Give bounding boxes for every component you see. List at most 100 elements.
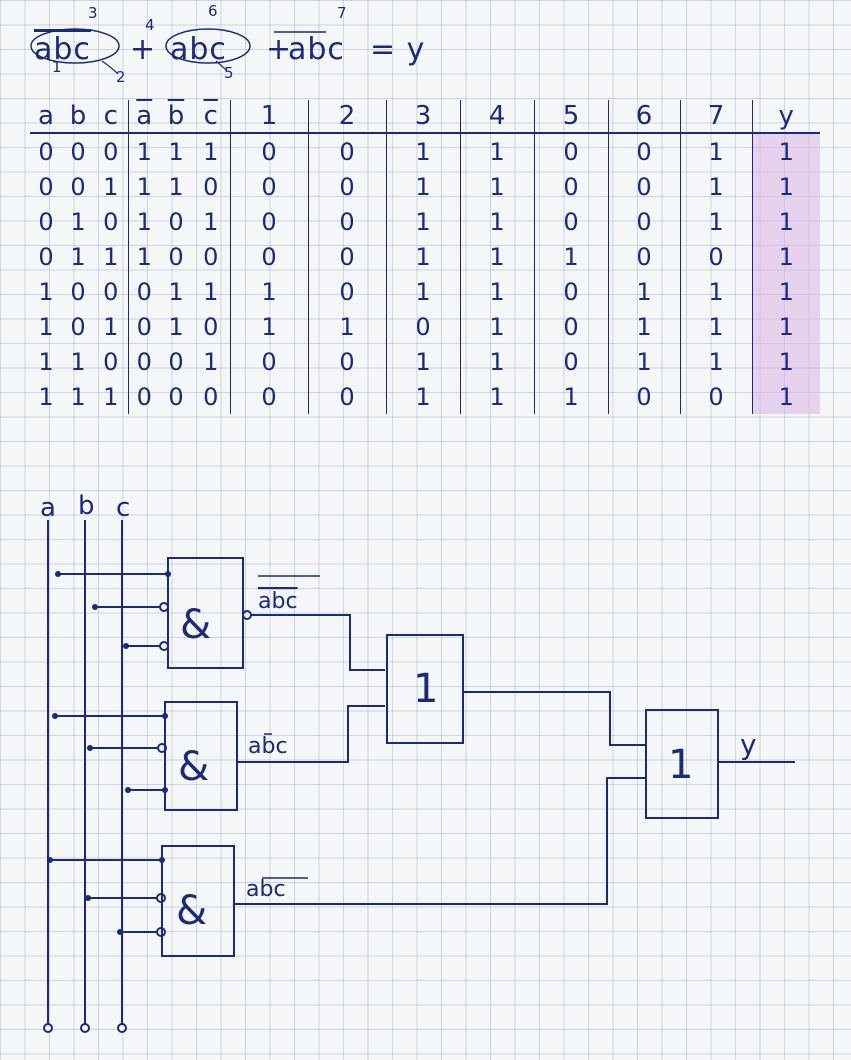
table-cell: 1 [680, 274, 753, 309]
header-not-a: a [128, 100, 160, 134]
table-cell: 0 [192, 379, 231, 414]
header-6: 6 [608, 100, 681, 134]
table-cell: 0 [38, 207, 54, 236]
table-cell: 0 [94, 133, 129, 169]
table-cell: 1 [192, 204, 231, 239]
table-cell: 1 [136, 137, 152, 166]
term-label-3: abc [246, 877, 286, 902]
table-cell: 0 [94, 274, 129, 309]
or-symbol-2: 1 [668, 742, 693, 788]
table-cell: 1 [386, 379, 461, 414]
table-cell: 0 [230, 239, 309, 274]
table-cell: 1 [192, 274, 231, 309]
table-cell: 1 [460, 344, 535, 379]
table-cell: 1 [608, 309, 681, 344]
table-cell: 0 [534, 344, 609, 379]
header-7: 7 [680, 100, 753, 134]
table-cell: 1 [752, 274, 820, 309]
formula-term-1: abc [34, 32, 91, 67]
table-cell: 1 [168, 137, 184, 166]
input-label-a: a [40, 493, 56, 523]
table-cell: 0 [308, 274, 387, 309]
annotation-7: 7 [337, 4, 347, 22]
table-cell: 1 [136, 242, 152, 271]
or-gate-1 [386, 634, 464, 744]
table-cell: 1 [752, 133, 820, 169]
table-cell: 0 [136, 277, 152, 306]
inversion-bubble [242, 610, 252, 620]
table-cell: 1 [680, 309, 753, 344]
formula-marks [30, 28, 326, 75]
table-cell: 1 [608, 344, 681, 379]
table-cell: 0 [308, 204, 387, 239]
table-cell: 1 [460, 239, 535, 274]
table-cell: 1 [534, 239, 609, 274]
and-symbol-2: & [178, 744, 209, 790]
table-cell: 1 [534, 379, 609, 414]
table-cell: 0 [308, 379, 387, 414]
table-cell: 0 [230, 133, 309, 169]
table-cell: 1 [94, 379, 129, 414]
input-terminal-a [43, 1023, 53, 1033]
header-not-c: c [192, 100, 231, 134]
input-terminal-b [80, 1023, 90, 1033]
header-3: 3 [386, 100, 461, 134]
table-cell: 1 [38, 312, 54, 341]
formula-term-3: abc [288, 32, 345, 67]
table-cell: 0 [534, 204, 609, 239]
table-cell: 0 [608, 379, 681, 414]
header-2: 2 [308, 100, 387, 134]
table-cell: 0 [608, 133, 681, 169]
table-cell: 1 [752, 309, 820, 344]
table-cell: 0 [192, 169, 231, 204]
table-cell: 0 [608, 239, 681, 274]
table-cell: 1 [680, 169, 753, 204]
formula-plus-2: + [266, 32, 293, 67]
table-cell: 1 [386, 239, 461, 274]
table-cell: 0 [680, 379, 753, 414]
table-cell: 1 [230, 274, 309, 309]
table-cell: 1 [752, 204, 820, 239]
annotation-2: 2 [116, 68, 126, 86]
table-cell: 0 [70, 312, 86, 341]
table-cell: 1 [752, 239, 820, 274]
inversion-bubble [159, 602, 169, 612]
table-cell: 0 [136, 312, 152, 341]
inversion-bubble [156, 893, 166, 903]
term-label-1: abc [258, 589, 298, 614]
header-a: a [30, 100, 62, 134]
header-not-b: b [160, 100, 192, 134]
table-cell: 0 [192, 309, 231, 344]
table-cell: 0 [608, 169, 681, 204]
or-symbol-1: 1 [413, 666, 438, 712]
circuit-drawing: a b c & & & 1 1 abc abc abc y [40, 491, 795, 1033]
table-cell: 0 [230, 379, 309, 414]
table-cell: 1 [38, 277, 54, 306]
input-label-c: c [116, 493, 130, 523]
table-cell: 1 [94, 169, 129, 204]
table-cell: 1 [752, 169, 820, 204]
table-cell: 0 [94, 344, 129, 379]
table-cell: 1 [70, 347, 86, 376]
table-cell: 1 [70, 207, 86, 236]
table-cell: 0 [136, 347, 152, 376]
annotation-1: 1 [52, 58, 62, 76]
table-cell: 1 [752, 344, 820, 379]
output-label-y: y [740, 728, 757, 761]
input-terminal-c [117, 1023, 127, 1033]
table-cell: 1 [168, 172, 184, 201]
table-cell: 1 [608, 274, 681, 309]
table-cell: 1 [192, 344, 231, 379]
logic-circuit: a b c & & & 1 1 abc abc abc y [0, 480, 851, 1056]
table-cell: 1 [38, 382, 54, 411]
table-cell: 0 [386, 309, 461, 344]
table-cell: 1 [136, 207, 152, 236]
table-cell: 1 [680, 344, 753, 379]
table-cell: 0 [38, 172, 54, 201]
table-cell: 0 [230, 204, 309, 239]
table-cell: 1 [752, 379, 820, 414]
